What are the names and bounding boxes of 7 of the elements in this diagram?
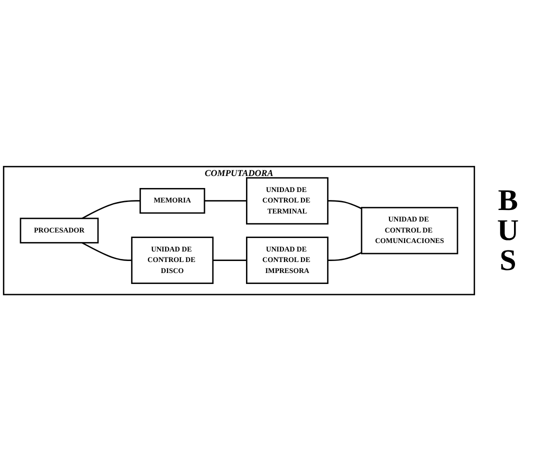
connector: [328, 252, 362, 262]
connector: [204, 200, 247, 202]
bus-label: BUS: [496, 186, 520, 276]
connector: [212, 260, 247, 262]
connector: [82, 200, 140, 220]
connector: [328, 200, 362, 210]
connector: [82, 242, 132, 262]
